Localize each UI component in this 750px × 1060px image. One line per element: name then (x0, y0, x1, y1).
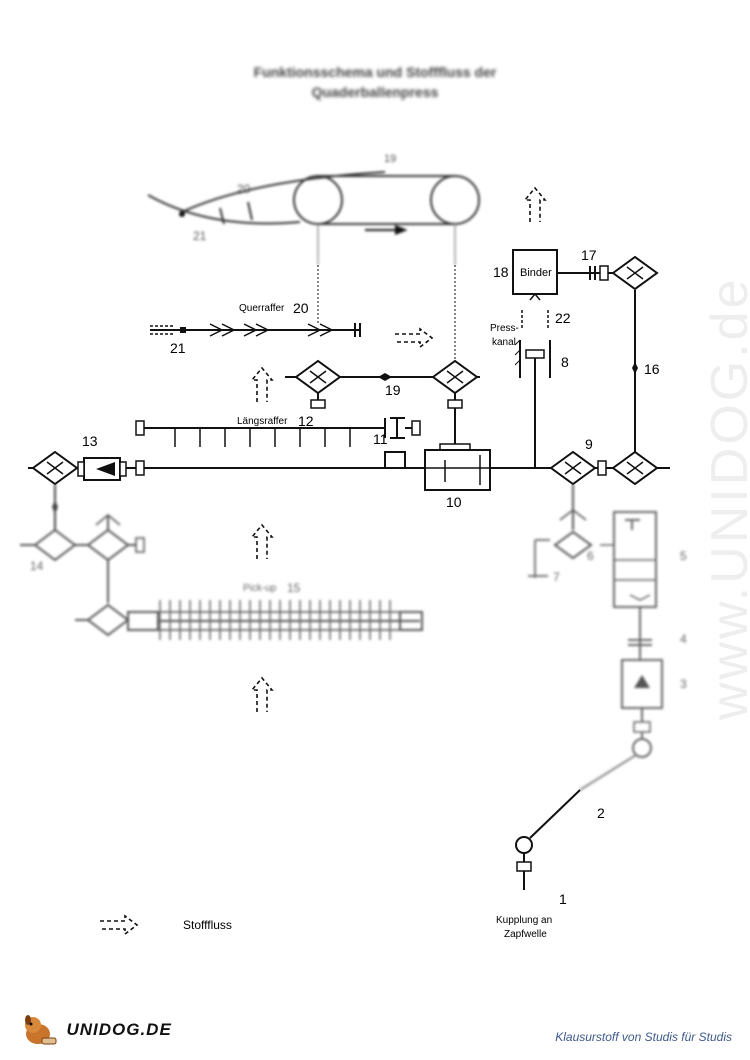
label-18: 18 (493, 264, 509, 280)
footer-tagline: Klausurstoff von Studis für Studis (555, 1030, 732, 1044)
querraffer-label: Querraffer (239, 303, 285, 314)
laengsraffer-label: Längsraffer (237, 416, 288, 427)
upper-rake-belt (147, 171, 480, 265)
pickup-label: Pick-up (243, 583, 277, 594)
label-13: 13 (82, 433, 98, 449)
label-21: 21 (170, 340, 186, 356)
label-17: 17 (581, 247, 597, 263)
label-10: 10 (446, 494, 462, 510)
label-22: 22 (555, 310, 571, 326)
label-3: 3 (680, 677, 687, 691)
title-line-2: Quaderballenpress (311, 84, 439, 100)
label-9: 9 (585, 436, 593, 452)
brand-logo: UNIDOG.DE (22, 1012, 172, 1048)
label-4: 4 (680, 632, 687, 646)
label-11: 11 (373, 431, 388, 447)
flow-arrow-up-left (251, 367, 273, 403)
gearbox-diamond-main-left (32, 451, 78, 485)
dog-icon (25, 1015, 57, 1045)
kupplung-label-1: Kupplung an (496, 915, 552, 926)
label-2: 2 (597, 805, 605, 821)
kupplung-label-2: Zapfwelle (504, 929, 547, 940)
label-12: 12 (298, 413, 314, 429)
label-15: 15 (287, 581, 301, 595)
binder-box (512, 249, 558, 295)
laengsraffer-shaft (135, 417, 421, 447)
legend-stofffluss: Stofffluss (183, 918, 232, 932)
label-14: 14 (30, 559, 44, 573)
press-piston-8 (514, 339, 551, 468)
label-19-top: 19 (384, 153, 396, 165)
label-7: 7 (553, 570, 560, 584)
flow-arrow-up-middle (251, 524, 273, 560)
label-20: 20 (293, 300, 309, 316)
pto-shaft (529, 789, 581, 839)
gearbox-diamond-16-lower (612, 451, 658, 485)
querraffer-shaft (150, 323, 361, 337)
label-21-top: 21 (193, 229, 207, 243)
label-16: 16 (644, 361, 660, 377)
label-8: 8 (561, 354, 569, 370)
presskanal-label-1: Press- (490, 323, 519, 334)
drivetrain-lower-right (528, 484, 663, 791)
label-6: 6 (587, 549, 594, 563)
main-gearbox-10 (424, 440, 491, 491)
gearbox-diamond-19-right (432, 360, 478, 394)
brand-text: UNIDOG.DE (66, 1020, 172, 1039)
label-19: 19 (385, 382, 401, 398)
label-1: 1 (559, 891, 567, 907)
pickup-drive-left (20, 484, 423, 640)
label-5: 5 (680, 549, 687, 563)
gearbox-diamond-19-left (295, 360, 341, 394)
flow-arrow-right-upper (394, 328, 433, 348)
binder-label: Binder (520, 267, 552, 279)
gearbox-diamond-16-upper (612, 256, 658, 290)
label-20-top: 20 (237, 182, 251, 196)
flow-arrow-up-binder (524, 187, 546, 223)
legend-flow-arrow (99, 915, 138, 935)
flow-arrow-up-bottom (251, 677, 273, 713)
presskanal-label-2: kanal (492, 337, 516, 348)
gearbox-diamond-9 (550, 451, 596, 485)
title-line-1: Funktionsschema und Stofffluss der (253, 64, 497, 80)
